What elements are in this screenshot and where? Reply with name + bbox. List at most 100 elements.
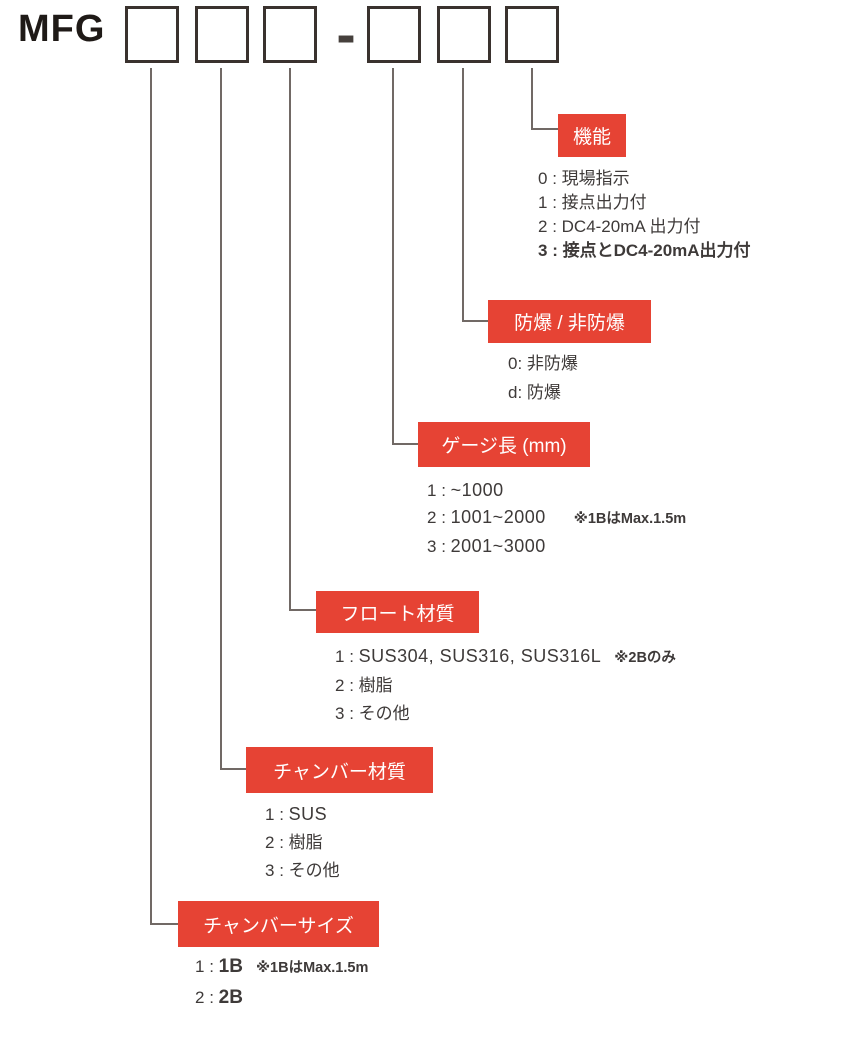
- option-row: 0: 非防爆: [508, 349, 578, 378]
- model-prefix: MFG: [18, 8, 106, 50]
- option-value: DC4-20mA 出力付: [561, 217, 701, 236]
- option-value: 接点とDC4-20mA出力付: [562, 241, 751, 260]
- option-separator: :: [436, 481, 451, 500]
- option-code: 2: [195, 988, 205, 1007]
- option-code: 2: [538, 217, 548, 236]
- connector-hline-function: [531, 128, 558, 130]
- option-value: 1001~2000: [450, 507, 546, 527]
- option-code: 1: [195, 957, 205, 976]
- option-value: ~1000: [450, 480, 504, 500]
- code-box-2: [195, 6, 249, 63]
- option-row: 2 : 2B: [195, 983, 368, 1013]
- option-value: 樹脂: [358, 676, 393, 695]
- option-separator: :: [344, 704, 359, 723]
- connector-vline-chamber-material: [220, 68, 222, 770]
- option-value: 2001~3000: [450, 536, 546, 556]
- section-label-function: 機能: [558, 114, 626, 157]
- section-label-float-material: フロート材質: [316, 591, 479, 633]
- section-label-chamber-material: チャンバー材質: [246, 747, 433, 793]
- connector-hline-chamber-size: [150, 923, 178, 925]
- section-label-chamber-size: チャンバーサイズ: [178, 901, 379, 947]
- option-row: 3 : その他: [335, 700, 676, 728]
- option-value: 現場指示: [561, 169, 630, 188]
- option-row: d: 防爆: [508, 378, 578, 407]
- code-separator: -: [336, 6, 356, 63]
- connector-vline-function: [531, 68, 533, 130]
- connector-hline-explosion-proof: [462, 320, 488, 322]
- connector-vline-gauge-length: [392, 68, 394, 445]
- connector-vline-float-material: [289, 68, 291, 611]
- option-row: 3 : 接点とDC4-20mA出力付: [538, 239, 751, 263]
- code-box-6: [505, 6, 559, 63]
- connector-hline-gauge-length: [392, 443, 418, 445]
- option-code: 3: [427, 537, 437, 556]
- option-row: 2 : DC4-20mA 出力付: [538, 215, 751, 239]
- option-code: 3: [335, 704, 345, 723]
- options-float-material: 1 : SUS304, SUS316, SUS316L※2Bのみ 2 : 樹脂 …: [335, 642, 676, 728]
- option-separator: :: [274, 833, 289, 852]
- option-separator: :: [517, 354, 527, 373]
- option-value: その他: [358, 704, 410, 723]
- option-separator: :: [547, 169, 562, 188]
- option-row: 1 : ~1000: [427, 477, 686, 504]
- option-separator: :: [547, 193, 562, 212]
- option-code: 3: [538, 241, 548, 260]
- option-code: 0: [538, 169, 548, 188]
- option-separator: :: [344, 676, 359, 695]
- connector-hline-float-material: [289, 609, 316, 611]
- connector-hline-chamber-material: [220, 768, 246, 770]
- code-box-1: [125, 6, 179, 63]
- option-separator: :: [436, 508, 451, 527]
- section-label-explosion-proof: 防爆 / 非防爆: [488, 300, 651, 343]
- option-row: 1 : SUS304, SUS316, SUS316L ※2Bのみ: [335, 642, 676, 672]
- option-value: SUS: [288, 804, 328, 824]
- options-chamber-size: 1 : 1B ※1BはMax.1.5m 2 : 2B: [195, 952, 368, 1013]
- option-row: 3 : 2001~3000: [427, 533, 686, 560]
- option-note: ※2Bのみ: [614, 650, 676, 666]
- option-code: d: [508, 383, 518, 402]
- option-value: SUS304, SUS316, SUS316L: [358, 646, 602, 666]
- option-code: 1: [335, 647, 345, 666]
- option-value: 1B: [218, 956, 243, 977]
- options-gauge-length: 1 : ~1000 2 : 1001~2000 ※1BはMax.1.5m 3 : …: [427, 477, 686, 560]
- option-separator: :: [517, 383, 527, 402]
- option-row: 0 : 現場指示: [538, 167, 751, 191]
- code-box-4: [367, 6, 421, 63]
- option-separator: :: [547, 241, 563, 260]
- options-explosion-proof: 0: 非防爆 d: 防爆: [508, 349, 578, 407]
- option-row: 2 : 1001~2000 ※1BはMax.1.5m: [427, 504, 686, 533]
- code-box-5: [437, 6, 491, 63]
- options-chamber-material: 1 : SUS 2 : 樹脂 3 : その他: [265, 800, 340, 885]
- connector-vline-chamber-size: [150, 68, 152, 925]
- option-row: 2 : 樹脂: [265, 829, 340, 857]
- option-value: 接点出力付: [561, 193, 647, 212]
- connector-vline-explosion-proof: [462, 68, 464, 322]
- option-note: ※1BはMax.1.5m: [255, 960, 369, 976]
- section-label-gauge-length: ゲージ長 (mm): [418, 422, 590, 467]
- option-code: 1: [538, 193, 548, 212]
- option-code: 3: [265, 861, 275, 880]
- option-separator: :: [344, 647, 359, 666]
- option-code: 2: [265, 833, 275, 852]
- option-value: 2B: [218, 987, 243, 1008]
- option-value: 非防爆: [526, 354, 578, 373]
- option-separator: :: [436, 537, 451, 556]
- option-row: 1 : 接点出力付: [538, 191, 751, 215]
- option-code: 1: [265, 805, 275, 824]
- option-row: 3 : その他: [265, 857, 340, 885]
- option-separator: :: [204, 988, 219, 1007]
- option-separator: :: [547, 217, 562, 236]
- option-code: 0: [508, 354, 518, 373]
- option-separator: :: [274, 805, 289, 824]
- option-note: ※1BはMax.1.5m: [573, 511, 687, 527]
- option-row: 2 : 樹脂: [335, 672, 676, 700]
- option-value: 防爆: [526, 383, 561, 402]
- options-function: 0 : 現場指示 1 : 接点出力付 2 : DC4-20mA 出力付 3 : …: [538, 167, 751, 263]
- option-code: 1: [427, 481, 437, 500]
- option-code: 2: [335, 676, 345, 695]
- option-value: その他: [288, 861, 340, 880]
- option-separator: :: [274, 861, 289, 880]
- option-code: 2: [427, 508, 437, 527]
- option-separator: :: [204, 957, 219, 976]
